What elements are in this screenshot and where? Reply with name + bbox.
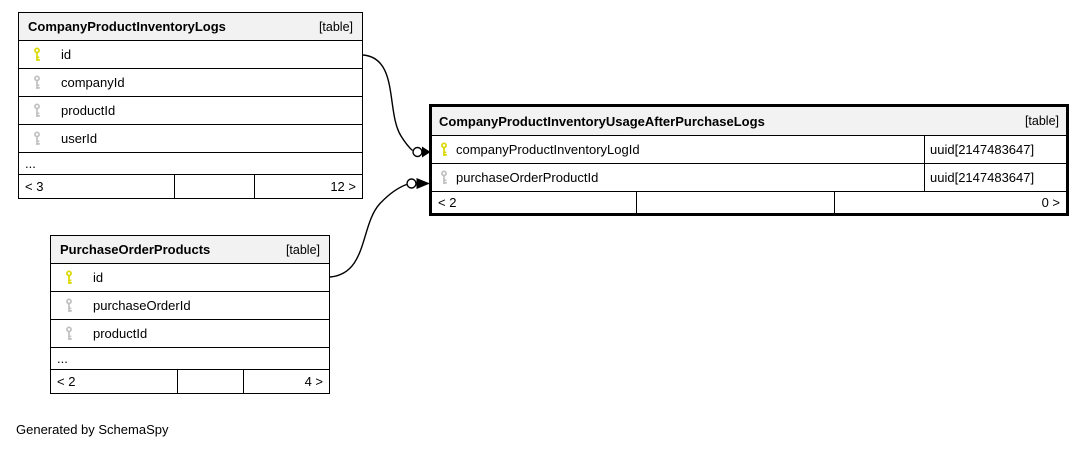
column-name: productId (61, 103, 116, 118)
column-name: companyProductInventoryLogId (456, 142, 640, 157)
table-columns: companyProductInventoryLogId uuid[2147483… (432, 136, 1066, 192)
table-header[interactable]: CompanyProductInventoryLogs [table] (19, 13, 362, 41)
hidden-columns-ellipsis: ... (51, 348, 329, 370)
primary-key-icon (33, 47, 41, 62)
column-type: uuid[2147483647] (924, 164, 1066, 191)
parent-count: < 2 (51, 370, 178, 393)
foreign-key-icon (33, 131, 41, 146)
footer-spacer (637, 192, 835, 213)
column-row-purchaseOrderProductId[interactable]: purchaseOrderProductId uuid[2147483647] (432, 164, 1066, 192)
table-type-badge: [table] (1024, 114, 1059, 128)
table-footer: < 2 0 > (432, 192, 1066, 213)
column-row-productId[interactable]: productId (19, 97, 362, 125)
table-company-product-inventory-logs[interactable]: CompanyProductInventoryLogs [table] id co… (18, 12, 363, 199)
foreign-key-icon (65, 326, 73, 341)
table-columns: id purchaseOrderId productId (51, 264, 329, 348)
table-columns: id companyId productId userId (19, 41, 362, 153)
table-title[interactable]: PurchaseOrderProducts (60, 242, 211, 257)
column-type: uuid[2147483647] (924, 136, 1066, 163)
column-row-companyId[interactable]: companyId (19, 69, 362, 97)
child-count: 0 > (1041, 195, 1060, 210)
column-row-userId[interactable]: userId (19, 125, 362, 153)
column-row-id[interactable]: id (51, 264, 329, 292)
column-row-productId[interactable]: productId (51, 320, 329, 348)
table-type-badge: [table] (285, 242, 320, 257)
column-name: purchaseOrderProductId (456, 170, 599, 185)
child-count: 4 > (304, 374, 323, 389)
footer-spacer (175, 175, 255, 198)
table-title[interactable]: CompanyProductInventoryLogs (28, 19, 226, 34)
arrowhead-icon (416, 178, 430, 189)
foreign-key-icon (440, 170, 448, 185)
table-type-badge: [table] (318, 19, 353, 34)
foreign-key-icon (33, 103, 41, 118)
primary-key-icon (65, 270, 73, 285)
column-row-purchaseOrderId[interactable]: purchaseOrderId (51, 292, 329, 320)
foreign-key-icon (65, 298, 73, 313)
primary-key-icon (440, 142, 448, 157)
column-name: userId (61, 131, 98, 146)
child-count: 12 > (330, 179, 356, 194)
column-name: id (93, 270, 104, 285)
parent-count: < 2 (432, 192, 637, 213)
table-company-product-inventory-usage-after-purchase-logs[interactable]: CompanyProductInventoryUsageAfterPurchas… (429, 104, 1069, 216)
column-name: purchaseOrderId (93, 298, 191, 313)
table-title[interactable]: CompanyProductInventoryUsageAfterPurchas… (439, 113, 765, 129)
relationship-line-inventorylog (362, 54, 431, 158)
footer-spacer (178, 370, 244, 393)
table-header[interactable]: PurchaseOrderProducts [table] (51, 236, 329, 264)
hidden-columns-ellipsis: ... (19, 153, 362, 175)
column-name: productId (93, 326, 148, 341)
column-name: id (61, 47, 72, 62)
column-name: companyId (61, 75, 125, 90)
table-footer: < 3 12 > (19, 175, 362, 198)
column-row-id[interactable]: id (19, 41, 362, 69)
table-header[interactable]: CompanyProductInventoryUsageAfterPurchas… (432, 107, 1066, 136)
generated-by-label: Generated by SchemaSpy (16, 422, 169, 437)
parent-count: < 3 (19, 175, 175, 198)
foreign-key-icon (33, 75, 41, 90)
column-row-companyProductInventoryLogId[interactable]: companyProductInventoryLogId uuid[2147483… (432, 136, 1066, 164)
table-purchase-order-products[interactable]: PurchaseOrderProducts [table] id purchase… (50, 235, 330, 394)
table-footer: < 2 4 > (51, 370, 329, 393)
